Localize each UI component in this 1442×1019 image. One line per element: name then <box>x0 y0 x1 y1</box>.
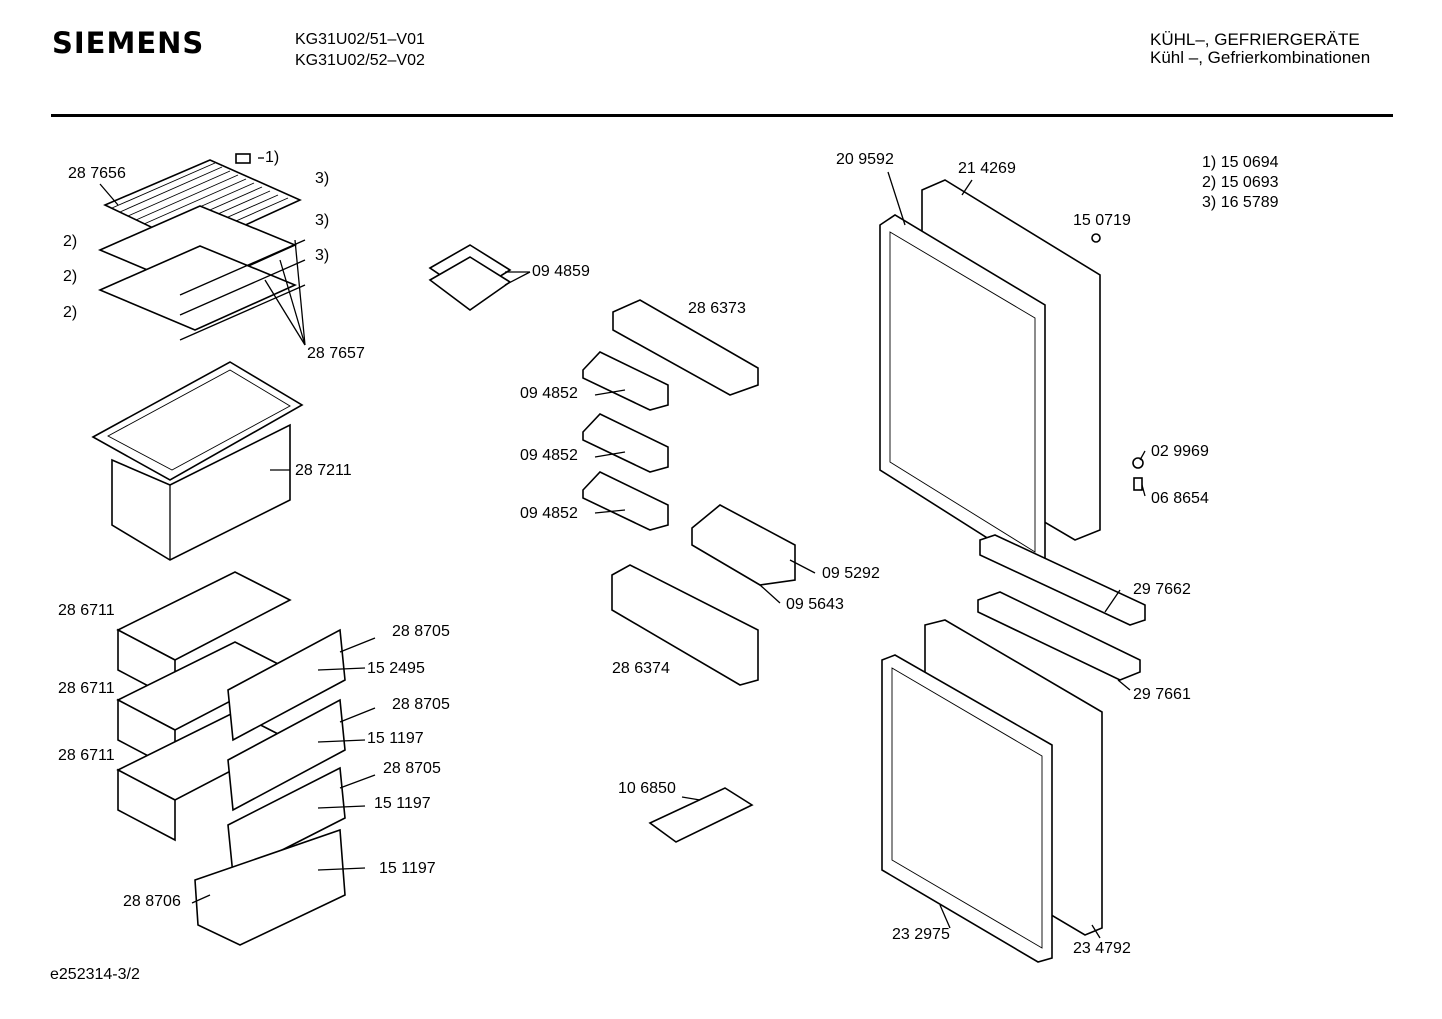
header-divider <box>51 114 1393 117</box>
callout-286711: 28 6711 <box>58 747 115 764</box>
callout-287656: 28 7656 <box>68 165 126 182</box>
egg-tray-illustration <box>428 244 512 311</box>
callout-288706: 28 8706 <box>123 893 181 910</box>
fridge-door-illustration <box>879 179 1144 566</box>
legend-key: 3) <box>1202 194 1217 211</box>
category-title: KÜHL–, GEFRIERGERÄTE <box>1150 30 1360 49</box>
legend-key: 1) <box>1202 154 1217 171</box>
callout-note-2: 2) <box>63 304 78 321</box>
callout-287657: 28 7657 <box>307 345 365 362</box>
freezer-door-illustration <box>881 619 1103 963</box>
callout-286711: 28 6711 <box>58 602 115 619</box>
callout-note-3: 3) <box>315 247 330 264</box>
callout-234792: 23 4792 <box>1073 940 1131 957</box>
callout-151197: 15 1197 <box>374 795 431 812</box>
callout-288705: 28 8705 <box>392 696 450 713</box>
callout-094852: 09 4852 <box>520 505 578 522</box>
callout-150719: 15 0719 <box>1073 212 1131 229</box>
leader-lines <box>99 157 1146 939</box>
legend-item-1: 1) 15 0694 <box>1202 154 1279 172</box>
freezer-baskets-illustration <box>116 571 346 946</box>
model-number-2: KG31U02/52–V02 <box>295 52 425 69</box>
callout-297662: 29 7662 <box>1133 581 1191 598</box>
callout-297661: 29 7661 <box>1133 686 1191 703</box>
legend-part-number: 15 0693 <box>1220 174 1279 191</box>
callout-287211: 28 7211 <box>295 462 352 479</box>
callout-106850: 10 6850 <box>618 780 676 797</box>
glass-shelves-illustration <box>97 153 306 341</box>
door-trims-illustration <box>977 534 1146 681</box>
callout-288705: 28 8705 <box>383 760 441 777</box>
crisper-drawer-illustration <box>91 361 304 561</box>
legend-item-3: 3) 16 5789 <box>1202 194 1279 212</box>
legend-item-2: 2) 15 0693 <box>1202 174 1279 192</box>
callout-286374: 28 6374 <box>612 660 670 677</box>
callout-note-2: 2) <box>63 268 78 285</box>
callout-151197: 15 1197 <box>379 860 436 877</box>
callout-209592: 20 9592 <box>836 151 894 168</box>
callout-095643: 09 5643 <box>786 596 844 613</box>
callout-286373: 28 6373 <box>688 300 746 317</box>
callout-029969: 02 9969 <box>1151 443 1209 460</box>
door-shelves-illustration <box>582 299 796 686</box>
model-number-1: KG31U02/51–V01 <box>295 31 425 48</box>
callout-232975: 23 2975 <box>892 926 950 943</box>
category-subtitle: Kühl –, Gefrierkombinationen <box>1150 48 1371 67</box>
callout-094852: 09 4852 <box>520 385 578 402</box>
callout-286711: 28 6711 <box>58 680 115 697</box>
callout-288705: 28 8705 <box>392 623 450 640</box>
legend-key: 2) <box>1202 174 1217 191</box>
callout-note-1: 1) <box>265 149 280 166</box>
drawing-id: e252314-3/2 <box>50 966 140 983</box>
callout-094859: 09 4859 <box>532 263 590 280</box>
legend-part-number: 16 5789 <box>1220 194 1279 211</box>
brand-logo: SIEMENS <box>52 26 205 60</box>
callout-095292: 09 5292 <box>822 565 880 582</box>
callout-068654: 06 8654 <box>1151 490 1209 507</box>
callout-151197: 15 1197 <box>367 730 424 747</box>
callout-152495: 15 2495 <box>367 660 425 677</box>
legend-part-number: 15 0694 <box>1220 154 1279 171</box>
callout-note-3: 3) <box>315 212 330 229</box>
callout-note-2: 2) <box>63 233 78 250</box>
callout-note-3: 3) <box>315 170 330 187</box>
callout-214269: 21 4269 <box>958 160 1016 177</box>
callout-094852: 09 4852 <box>520 447 578 464</box>
